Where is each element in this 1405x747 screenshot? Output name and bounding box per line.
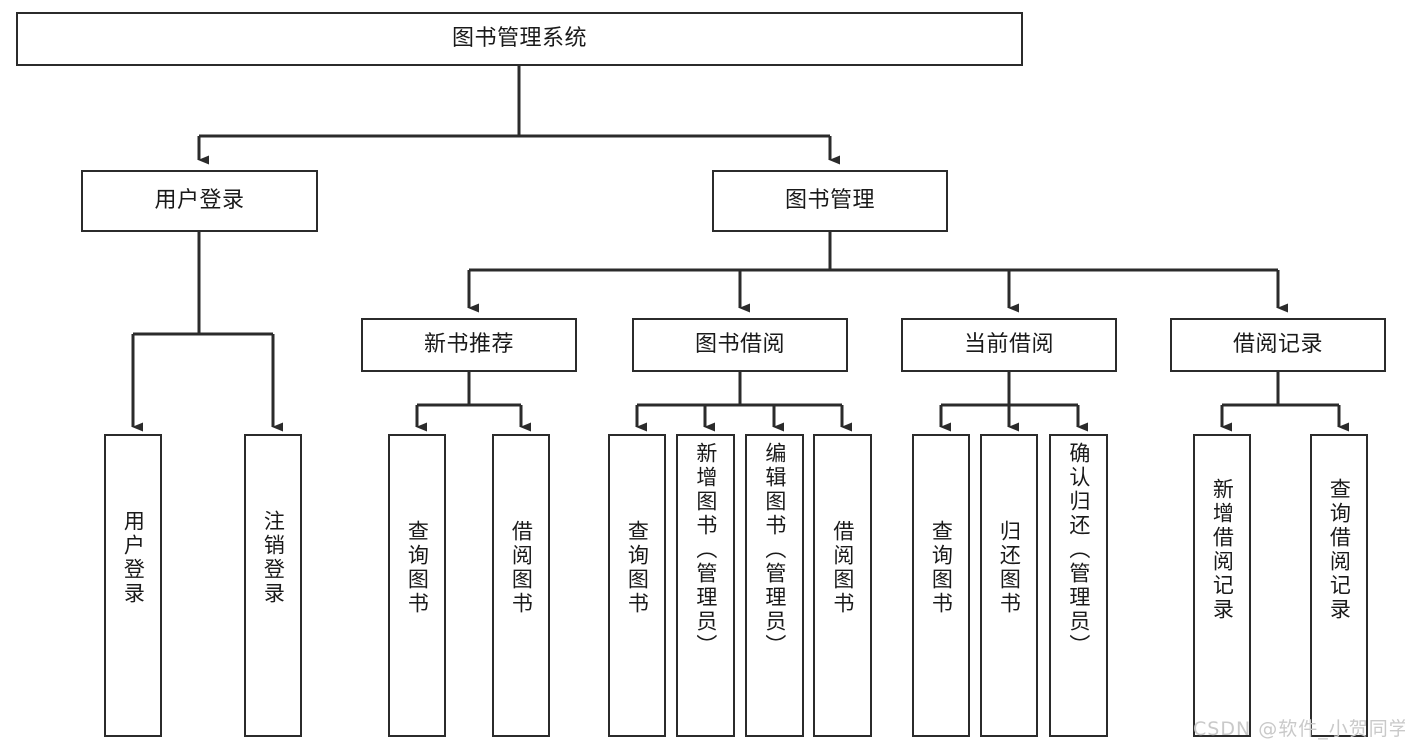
node-leaf-confirm-return[interactable]: 确认归还（管理员） (1049, 434, 1108, 737)
node-label-leaf-add-book: 新增图书（管理员） (693, 442, 718, 658)
node-leaf-add-book[interactable]: 新增图书（管理员） (676, 434, 735, 737)
node-label-root: 图书管理系统 (451, 26, 587, 52)
node-book-management[interactable]: 图书管理 (712, 170, 948, 232)
node-label-leaf-borrow-book-2: 借阅图书 (830, 520, 855, 616)
node-label-leaf-confirm-return: 确认归还（管理员） (1066, 442, 1091, 658)
node-leaf-borrow-book-2[interactable]: 借阅图书 (813, 434, 872, 737)
node-book-borrow[interactable]: 图书借阅 (632, 318, 848, 372)
node-leaf-query-book-2[interactable]: 查询图书 (608, 434, 666, 737)
node-label-leaf-add-record: 新增借阅记录 (1210, 478, 1235, 622)
node-label-leaf-query-book-1: 查询图书 (405, 520, 430, 616)
node-label-leaf-borrow-book-1: 借阅图书 (509, 520, 534, 616)
node-leaf-query-book-3[interactable]: 查询图书 (912, 434, 970, 737)
node-label-leaf-query-book-3: 查询图书 (929, 520, 954, 616)
node-label-book-management: 图书管理 (784, 188, 875, 214)
node-user-login[interactable]: 用户登录 (81, 170, 318, 232)
node-leaf-user-logout[interactable]: 注销登录 (244, 434, 302, 737)
node-leaf-query-book-1[interactable]: 查询图书 (388, 434, 446, 737)
node-leaf-return-book[interactable]: 归还图书 (980, 434, 1038, 737)
node-label-leaf-query-record: 查询借阅记录 (1327, 478, 1352, 622)
node-leaf-query-record[interactable]: 查询借阅记录 (1310, 434, 1368, 737)
node-leaf-edit-book[interactable]: 编辑图书（管理员） (745, 434, 804, 737)
node-label-current-borrow: 当前借阅 (963, 332, 1054, 358)
node-label-leaf-user-logout: 注销登录 (261, 510, 286, 606)
node-label-book-borrow: 图书借阅 (694, 332, 785, 358)
node-leaf-add-record[interactable]: 新增借阅记录 (1193, 434, 1251, 737)
node-borrow-record[interactable]: 借阅记录 (1170, 318, 1386, 372)
node-current-borrow[interactable]: 当前借阅 (901, 318, 1117, 372)
node-label-leaf-edit-book: 编辑图书（管理员） (762, 442, 787, 658)
node-label-borrow-record: 借阅记录 (1232, 332, 1323, 358)
csdn-watermark: CSDN @软件_小贺同学 (1193, 718, 1405, 740)
node-leaf-user-login[interactable]: 用户登录 (104, 434, 162, 737)
node-label-leaf-return-book: 归还图书 (997, 520, 1022, 616)
node-label-user-login: 用户登录 (154, 188, 245, 214)
node-label-leaf-user-login: 用户登录 (121, 510, 146, 606)
node-root-book-management-system[interactable]: 图书管理系统 (16, 12, 1023, 66)
node-new-book-recommend[interactable]: 新书推荐 (361, 318, 577, 372)
node-label-leaf-query-book-2: 查询图书 (625, 520, 650, 616)
node-label-new-book-recommend: 新书推荐 (423, 332, 514, 358)
node-leaf-borrow-book-1[interactable]: 借阅图书 (492, 434, 550, 737)
